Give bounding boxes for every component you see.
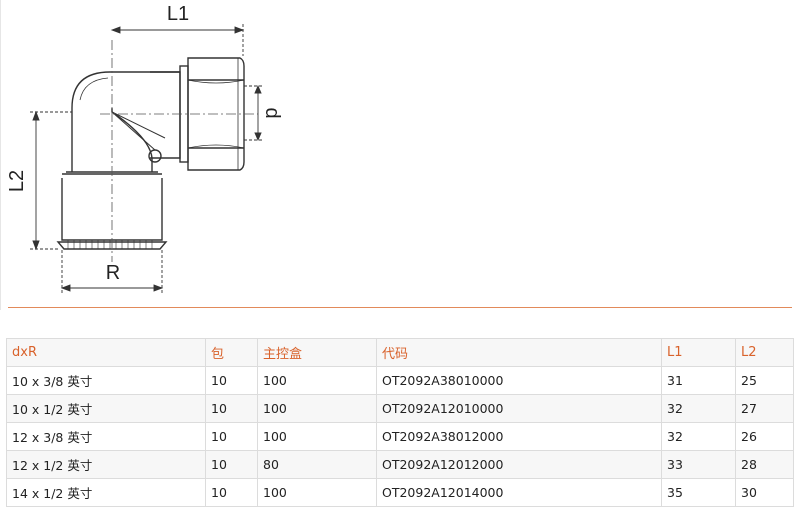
cell-l1: 32: [661, 422, 736, 451]
cell-l2: 30: [735, 478, 794, 507]
cell-l1: 35: [661, 478, 736, 507]
header-dxr: dxR: [6, 338, 206, 367]
cell-package: 10: [205, 450, 258, 479]
cell-size: 14 x 1/2 英寸: [6, 478, 206, 507]
cell-package: 10: [205, 366, 258, 395]
dimension-label-l1: L1: [167, 3, 189, 25]
cell-code: OT2092A12010000: [376, 394, 662, 423]
page-left-border: [0, 0, 1, 310]
header-master-box: 主控盒: [257, 338, 377, 367]
cell-size: 12 x 3/8 英寸: [6, 422, 206, 451]
table-row: 10 x 3/8 英寸 10 100 OT2092A38010000 31 25: [6, 366, 794, 395]
table-row: 12 x 1/2 英寸 10 80 OT2092A12012000 33 28: [6, 450, 794, 479]
table-row: 10 x 1/2 英寸 10 100 OT2092A12010000 32 27: [6, 394, 794, 423]
cell-size: 10 x 3/8 英寸: [6, 366, 206, 395]
cell-l1: 32: [661, 394, 736, 423]
cell-l2: 28: [735, 450, 794, 479]
cell-l2: 26: [735, 422, 794, 451]
cell-package: 10: [205, 478, 258, 507]
header-l2: L2: [735, 338, 794, 367]
cell-code: OT2092A12012000: [376, 450, 662, 479]
elbow-fitting-drawing: L1 R L2 p: [6, 3, 282, 294]
compression-nut: [187, 57, 245, 171]
cell-code: OT2092A38012000: [376, 422, 662, 451]
table-header-row: dxR 包 主控盒 代码 L1 L2: [6, 338, 794, 367]
cell-master-box: 100: [257, 422, 377, 451]
elbow-outer: [71, 71, 180, 172]
cell-package: 10: [205, 422, 258, 451]
section-divider: [8, 307, 792, 308]
table-row: 12 x 3/8 英寸 10 100 OT2092A38012000 32 26: [6, 422, 794, 451]
header-package: 包: [205, 338, 258, 367]
dimension-label-r: R: [106, 262, 120, 284]
cell-master-box: 100: [257, 478, 377, 507]
cell-l2: 25: [735, 366, 794, 395]
header-l1: L1: [661, 338, 736, 367]
dimension-label-l2: L2: [6, 170, 28, 192]
cell-code: OT2092A12014000: [376, 478, 662, 507]
product-spec-table: dxR 包 主控盒 代码 L1 L2 10 x 3/8 英寸 10 100 OT…: [6, 338, 794, 507]
cell-master-box: 100: [257, 394, 377, 423]
cell-size: 12 x 1/2 英寸: [6, 450, 206, 479]
cell-size: 10 x 1/2 英寸: [6, 394, 206, 423]
cell-code: OT2092A38010000: [376, 366, 662, 395]
cell-l2: 27: [735, 394, 794, 423]
dimension-label-p: p: [260, 107, 282, 118]
table-row: 14 x 1/2 英寸 10 100 OT2092A12014000 35 30: [6, 478, 794, 507]
cell-l1: 33: [661, 450, 736, 479]
cell-master-box: 100: [257, 366, 377, 395]
header-code: 代码: [376, 338, 662, 367]
cell-l1: 31: [661, 366, 736, 395]
cell-package: 10: [205, 394, 258, 423]
cell-master-box: 80: [257, 450, 377, 479]
